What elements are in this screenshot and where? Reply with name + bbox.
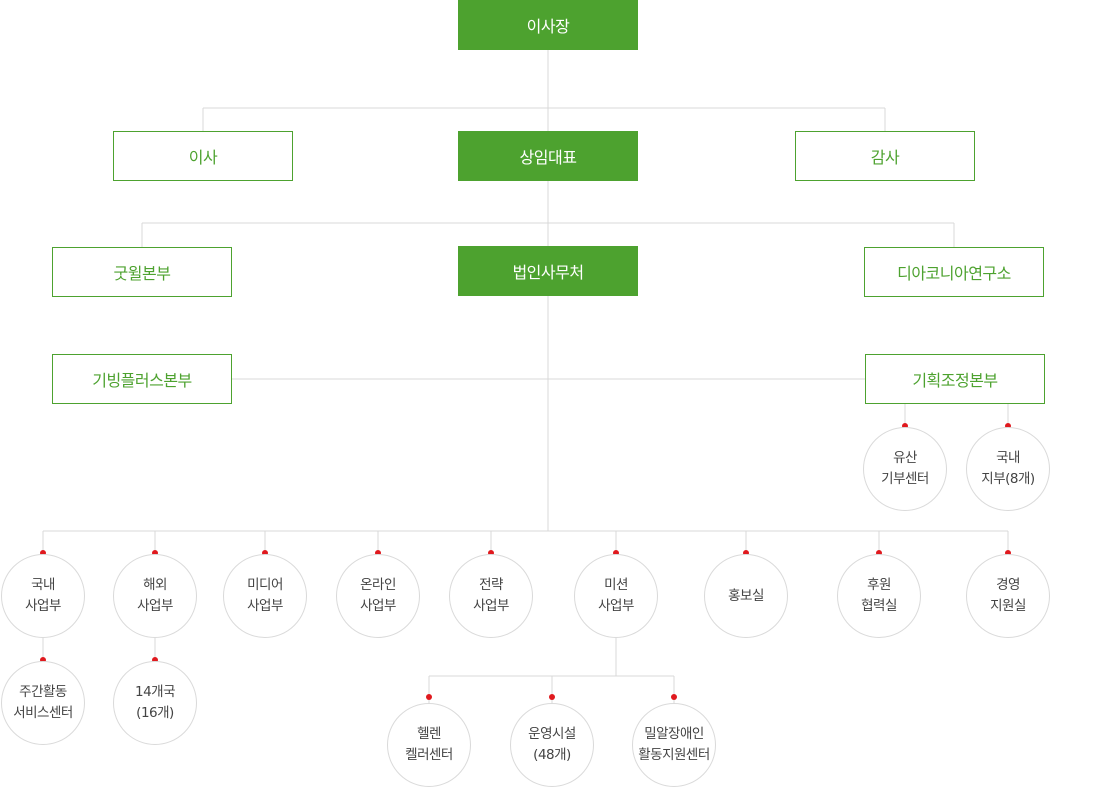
daytime-service-center-node: 주간활동 서비스센터 [1,661,85,745]
connector-dot [375,550,381,556]
auditor-box: 감사 [795,131,975,181]
node-line2: 사업부 [473,598,509,614]
ceo-label: 상임대표 [519,148,577,167]
diakonia-box: 디아코니아연구소 [864,247,1044,297]
node-line1: 홍보실 [728,587,764,604]
node-line2: 사업부 [137,598,173,614]
chairman-box: 이사장 [458,0,638,50]
connector-dot [549,694,555,700]
helen-keller-center-node: 헬렌 켈러센터 [387,703,471,787]
connector-dot [876,550,882,556]
node-line2: 사업부 [25,598,61,614]
connector-dot [1005,550,1011,556]
connector-dot [671,694,677,700]
legacy-giving-center-node: 유산 기부센터 [863,427,947,511]
strategy-business-node: 전략 사업부 [449,554,533,638]
node-line1: 해외 [143,577,167,593]
connector-dot [40,657,46,663]
activity-support-center-node: 밀알장애인 활동지원센터 [632,703,716,787]
node-line1: 14개국 [134,684,176,700]
corp-office-box: 법인사무처 [458,246,638,296]
management-office-node: 경영 지원실 [966,554,1050,638]
connector-dot [262,550,268,556]
node-line2: 사업부 [360,598,396,614]
node-line2: (16개) [136,705,174,721]
node-line2: 기부센터 [881,471,929,487]
node-line1: 유산 [893,450,917,466]
ceo-box: 상임대표 [458,131,638,181]
node-line2: (48개) [533,747,571,763]
connector-dot [743,550,749,556]
connector-dot [488,550,494,556]
domestic-business-node: 국내 사업부 [1,554,85,638]
media-business-node: 미디어 사업부 [223,554,307,638]
node-line1: 운영시설 [528,726,576,742]
node-line2: 활동지원센터 [638,747,710,763]
operating-facilities-node: 운영시설 (48개) [510,703,594,787]
node-line1: 주간활동 [19,684,67,700]
node-line1: 헬렌 [417,726,441,742]
node-line1: 온라인 [360,577,396,593]
node-line2: 지원실 [990,598,1026,614]
connector-dot [40,550,46,556]
goodwill-box: 굿윌본부 [52,247,232,297]
online-business-node: 온라인 사업부 [336,554,420,638]
sponsorship-office-node: 후원 협력실 [837,554,921,638]
node-line2: 사업부 [598,598,634,614]
node-line1: 경영 [996,577,1020,593]
connector-dot [902,423,908,429]
node-line2: 켈러센터 [405,747,453,763]
goodwill-label: 굿윌본부 [113,264,171,283]
mission-business-node: 미션 사업부 [574,554,658,638]
giving-plus-label: 기빙플러스본부 [92,371,192,390]
corp-office-label: 법인사무처 [512,263,584,282]
node-line2: 사업부 [247,598,283,614]
connector-dot [152,550,158,556]
giving-plus-box: 기빙플러스본부 [52,354,232,404]
diakonia-label: 디아코니아연구소 [897,264,1011,283]
overseas-countries-node: 14개국 (16개) [113,661,197,745]
planning-label: 기획조정본부 [912,371,998,390]
director-label: 이사 [188,148,218,167]
connector-dot [426,694,432,700]
node-line2: 협력실 [861,598,897,614]
node-line1: 미션 [604,577,628,593]
connector-dot [152,657,158,663]
node-line1: 미디어 [247,577,283,593]
chairman-label: 이사장 [526,17,570,36]
connector-dot [613,550,619,556]
node-line1: 전략 [479,577,503,593]
node-line1: 후원 [867,577,891,593]
connector-dot [1005,423,1011,429]
pr-office-node: 홍보실 [704,554,788,638]
domestic-branches-node: 국내 지부(8개) [966,427,1050,511]
node-line2: 지부(8개) [981,471,1035,487]
node-line1: 국내 [996,450,1020,466]
overseas-business-node: 해외 사업부 [113,554,197,638]
planning-box: 기획조정본부 [865,354,1045,404]
node-line2: 서비스센터 [13,705,73,721]
director-box: 이사 [113,131,293,181]
auditor-label: 감사 [870,148,900,167]
node-line1: 밀알장애인 [644,726,704,742]
node-line1: 국내 [31,577,55,593]
